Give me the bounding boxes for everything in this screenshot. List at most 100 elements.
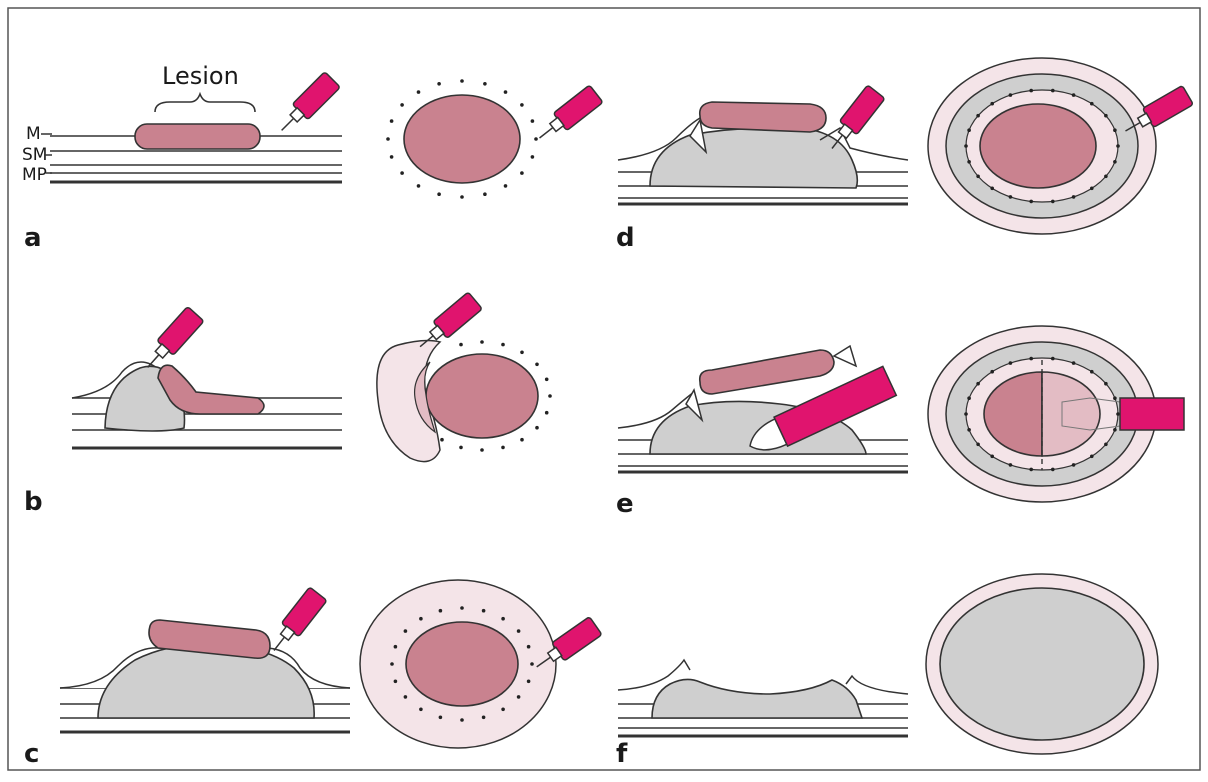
marking-dot: [1051, 468, 1055, 472]
marking-dot: [967, 396, 971, 400]
marking-dot: [390, 155, 394, 159]
marking-dot: [545, 378, 549, 382]
marking-dot: [990, 455, 994, 459]
marking-dot: [990, 187, 994, 191]
marking-dot: [1029, 357, 1033, 361]
marking-dot: [535, 426, 539, 430]
marking-dot: [394, 680, 398, 684]
marking-dot: [1009, 195, 1013, 199]
marking-dot: [1051, 89, 1055, 93]
marking-dot: [964, 144, 968, 148]
marking-dot: [520, 351, 524, 355]
marking-dot: [534, 137, 538, 141]
marking-dot: [1051, 200, 1055, 204]
marking-dot: [417, 90, 421, 94]
marking-dot: [967, 128, 971, 132]
marking-dot: [1090, 102, 1094, 106]
marking-dot: [440, 438, 444, 442]
marking-dot: [390, 119, 394, 123]
marking-dot: [460, 606, 464, 610]
lesion-label: Lesion: [162, 62, 239, 90]
marking-dot: [400, 103, 404, 107]
panel-c-lesion-top: [406, 622, 518, 706]
marking-dot: [1029, 468, 1033, 472]
marking-dot: [1116, 144, 1120, 148]
marking-dot: [483, 82, 487, 86]
marking-dot: [1104, 443, 1108, 447]
marking-dot: [1072, 93, 1076, 97]
marking-dot: [1113, 128, 1117, 132]
marking-dot: [535, 363, 539, 367]
marking-dot: [548, 394, 552, 398]
marking-dot: [517, 629, 521, 633]
marking-dot: [501, 343, 505, 347]
panel-label-a: a: [24, 223, 42, 253]
marking-dot: [1009, 463, 1013, 467]
marking-dot: [419, 617, 423, 621]
marking-dot: [1090, 187, 1094, 191]
marking-dot: [437, 192, 441, 196]
marking-dot: [417, 184, 421, 188]
marking-dot: [459, 343, 463, 347]
marking-dot: [1072, 361, 1076, 365]
marking-dot: [404, 695, 408, 699]
marking-dot: [527, 645, 531, 649]
marking-dot: [437, 82, 441, 86]
marking-dot: [501, 708, 505, 712]
marking-dot: [1104, 382, 1108, 386]
panel-d-lesion-top: [980, 104, 1096, 188]
marking-dot: [976, 114, 980, 118]
marking-dot: [400, 171, 404, 175]
panel-label-f: f: [616, 739, 628, 769]
marking-dot: [990, 102, 994, 106]
marking-dot: [517, 695, 521, 699]
layer-label-m: M: [26, 124, 41, 144]
marking-dot: [482, 716, 486, 720]
marking-dot: [1009, 93, 1013, 97]
marking-dot: [1090, 455, 1094, 459]
marking-dot: [501, 617, 505, 621]
marking-dot: [1009, 361, 1013, 365]
marking-dot: [520, 103, 524, 107]
marking-dot: [504, 184, 508, 188]
marking-dot: [531, 119, 535, 123]
marking-dot: [460, 195, 464, 199]
marking-dot: [419, 708, 423, 712]
marking-dot: [520, 438, 524, 442]
marking-dot: [976, 382, 980, 386]
marking-dot: [482, 609, 486, 613]
marking-dot: [976, 175, 980, 179]
marking-dot: [1051, 357, 1055, 361]
marking-dot: [480, 448, 484, 452]
marking-dot: [439, 716, 443, 720]
marking-dot: [530, 662, 534, 666]
layer-label-sm: SM: [22, 145, 47, 165]
marking-dot: [504, 90, 508, 94]
marking-dot: [460, 79, 464, 83]
panel-label-e: e: [616, 489, 634, 519]
panel-d-lesion-side: [700, 102, 826, 132]
marking-dot: [964, 412, 968, 416]
marking-dot: [520, 171, 524, 175]
marking-dot: [1029, 89, 1033, 93]
panel-label-b: b: [24, 487, 43, 517]
marking-dot: [990, 370, 994, 374]
panel-a-lesion-side: [135, 124, 260, 149]
marking-dot: [1072, 195, 1076, 199]
marking-dot: [1029, 200, 1033, 204]
marking-dot: [976, 443, 980, 447]
marking-dot: [1113, 428, 1117, 432]
marking-dot: [394, 645, 398, 649]
marking-dot: [460, 718, 464, 722]
panel-label-c: c: [24, 739, 39, 769]
panel-f-resection-bed: [940, 588, 1144, 740]
marking-dot: [459, 446, 463, 450]
marking-dot: [439, 609, 443, 613]
panel-label-d: d: [616, 223, 635, 253]
panel-e-endoscope-top: [1120, 398, 1184, 430]
marking-dot: [527, 680, 531, 684]
marking-dot: [545, 411, 549, 415]
marking-dot: [967, 160, 971, 164]
